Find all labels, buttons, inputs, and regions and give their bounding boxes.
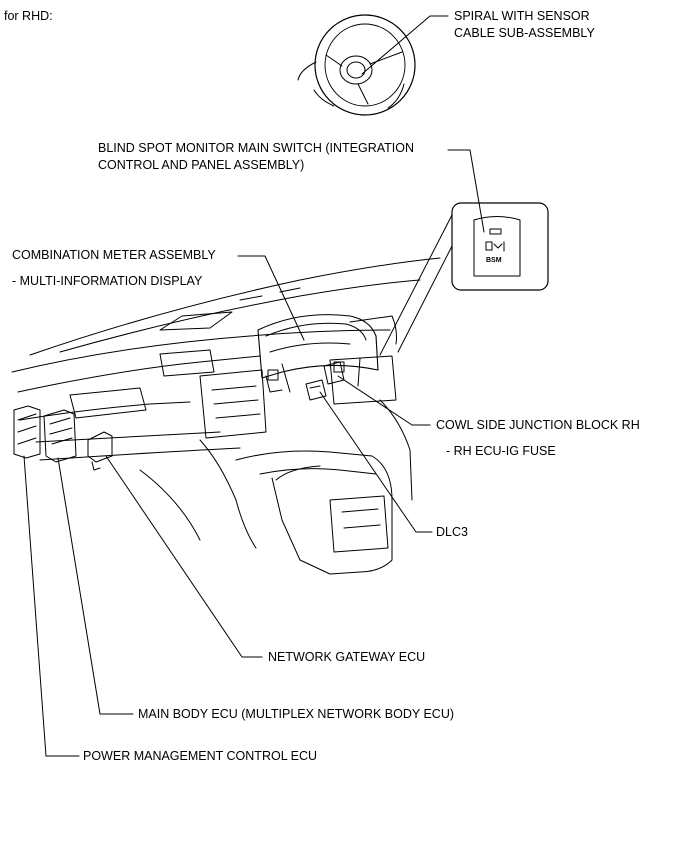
steering-wheel-illustration bbox=[297, 14, 416, 116]
label-bsm-switch-line1: BLIND SPOT MONITOR MAIN SWITCH (INTEGRAT… bbox=[98, 141, 414, 155]
page-heading: for RHD: bbox=[4, 9, 53, 23]
label-combination-meter: COMBINATION METER ASSEMBLY bbox=[12, 248, 216, 262]
label-network-gateway-ecu: NETWORK GATEWAY ECU bbox=[268, 650, 426, 664]
dashboard-illustration bbox=[11, 257, 441, 575]
label-bsm-switch-line2: CONTROL AND PANEL ASSEMBLY) bbox=[98, 158, 305, 172]
label-rh-ecu-ig-fuse: - RH ECU-IG FUSE bbox=[446, 444, 556, 458]
power-management-ecu-illustration bbox=[13, 405, 41, 459]
bsm-icon-text: BSM bbox=[486, 257, 502, 264]
label-spiral-cable-line2: CABLE SUB-ASSEMBLY bbox=[454, 26, 595, 40]
label-cowl-side-junction-block: COWL SIDE JUNCTION BLOCK RH bbox=[436, 418, 640, 432]
network-gateway-ecu-illustration bbox=[87, 431, 113, 471]
label-power-management-ecu: POWER MANAGEMENT CONTROL ECU bbox=[83, 749, 318, 763]
label-spiral-cable-line1: SPIRAL WITH SENSOR bbox=[454, 9, 590, 23]
label-dlc3: DLC3 bbox=[436, 525, 468, 539]
main-body-ecu-illustration bbox=[43, 409, 77, 463]
dlc3-connector-illustration bbox=[305, 379, 327, 401]
label-main-body-ecu: MAIN BODY ECU (MULTIPLEX NETWORK BODY EC… bbox=[138, 707, 455, 721]
bsm-switch-detail-box: BSM bbox=[379, 202, 549, 356]
label-multi-information-display: - MULTI-INFORMATION DISPLAY bbox=[12, 274, 203, 288]
leader-lines bbox=[23, 15, 485, 757]
combination-meter-illustration bbox=[257, 314, 379, 393]
